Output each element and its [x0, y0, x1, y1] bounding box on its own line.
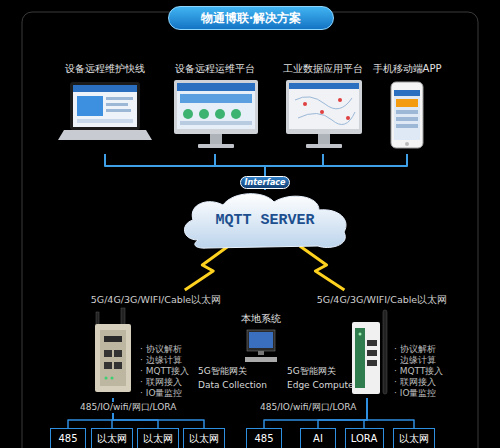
- annotation-label: · IO量监控: [394, 388, 436, 399]
- port-box: 以太网: [137, 428, 179, 448]
- lightning-link: [300, 246, 345, 290]
- node-text: 485: [58, 433, 77, 446]
- node-text: MQTT SERVER: [215, 212, 314, 231]
- platform-panel: 手机移动端APP: [368, 62, 446, 154]
- cloud-outline: [184, 194, 346, 248]
- monitor-figure: [286, 80, 362, 148]
- connector-line: [367, 398, 414, 428]
- node-text: 设备远程运维平台: [175, 63, 255, 76]
- connector-line: [265, 154, 407, 176]
- annotation-label: 485/IO/wifi/网口/LORA: [258, 402, 358, 413]
- phone-figure: [391, 82, 423, 148]
- node-text: LORA: [351, 433, 377, 446]
- port-box: 以太网: [183, 428, 225, 448]
- interface-pill: Interface: [240, 176, 290, 189]
- node-text: 以太网: [97, 433, 127, 446]
- node-text: 5G/4G/3G/WIFI/Cable以太网: [317, 294, 447, 306]
- annotation-label: · MQTT接入: [394, 366, 443, 377]
- annotation-label: 485/IO/wifi/网口/LORA: [78, 402, 178, 413]
- port-box: AI: [300, 428, 336, 448]
- computer-figure: [245, 330, 277, 362]
- port-box: 以太网: [91, 428, 133, 448]
- title-pill: 物通博联·解决方案: [168, 6, 334, 30]
- port-box: 485: [50, 428, 86, 448]
- annotation-label: · 边缘计算: [394, 355, 436, 366]
- gateway-device: [352, 310, 387, 394]
- node-text: 设备远程维护快线: [65, 63, 145, 76]
- node-text: AI: [313, 433, 323, 446]
- platform-panel: 工业数据应用平台: [281, 62, 365, 154]
- monitor-figure: [174, 80, 258, 148]
- annotation-label: Data Collection: [198, 380, 267, 391]
- node-text: 5G/4G/3G/WIFI/Cable以太网: [91, 294, 221, 306]
- node-text: 手机移动端APP: [373, 63, 442, 76]
- platform-panel: 设备远程运维平台: [165, 62, 265, 154]
- annotation-label: · 联网接入: [140, 377, 182, 388]
- annotation-label: · 协议解析: [394, 344, 436, 355]
- port-box: 以太网: [393, 428, 435, 448]
- node-text: 工业数据应用平台: [283, 63, 363, 76]
- connector-line: [264, 189, 266, 190]
- annotation-label: · 边缘计算: [140, 355, 182, 366]
- annotation-label: · 联网接入: [394, 377, 436, 388]
- node-text: 以太网: [189, 433, 219, 446]
- port-box: 485: [246, 428, 282, 448]
- node-text: 485: [254, 433, 273, 446]
- node-text: 以太网: [399, 433, 429, 446]
- port-box: LORA: [345, 428, 384, 448]
- local-system: 本地系统: [238, 312, 284, 366]
- gateway-device: [95, 308, 131, 392]
- node-text: 以太网: [143, 433, 173, 446]
- annotation-label: 5G智能网关: [287, 366, 336, 377]
- node-text: Interface: [245, 178, 286, 188]
- laptop-figure: [58, 82, 152, 140]
- connector-line: [215, 154, 265, 176]
- annotation-label: Edge Compute: [287, 380, 354, 391]
- lightning-link: [185, 246, 229, 290]
- cloud-server: MQTT SERVER: [178, 190, 352, 250]
- annotation-label: · MQTT接入: [140, 366, 189, 377]
- platform-panel: 设备远程维护快线: [55, 62, 155, 154]
- annotation-label: · IO量监控: [140, 388, 182, 399]
- connector-line: [105, 154, 265, 176]
- annotation-label: 5G智能网关: [198, 366, 247, 377]
- node-text: 本地系统: [241, 313, 281, 326]
- annotation-label: · 协议解析: [140, 344, 182, 355]
- outer-frame: [22, 12, 478, 448]
